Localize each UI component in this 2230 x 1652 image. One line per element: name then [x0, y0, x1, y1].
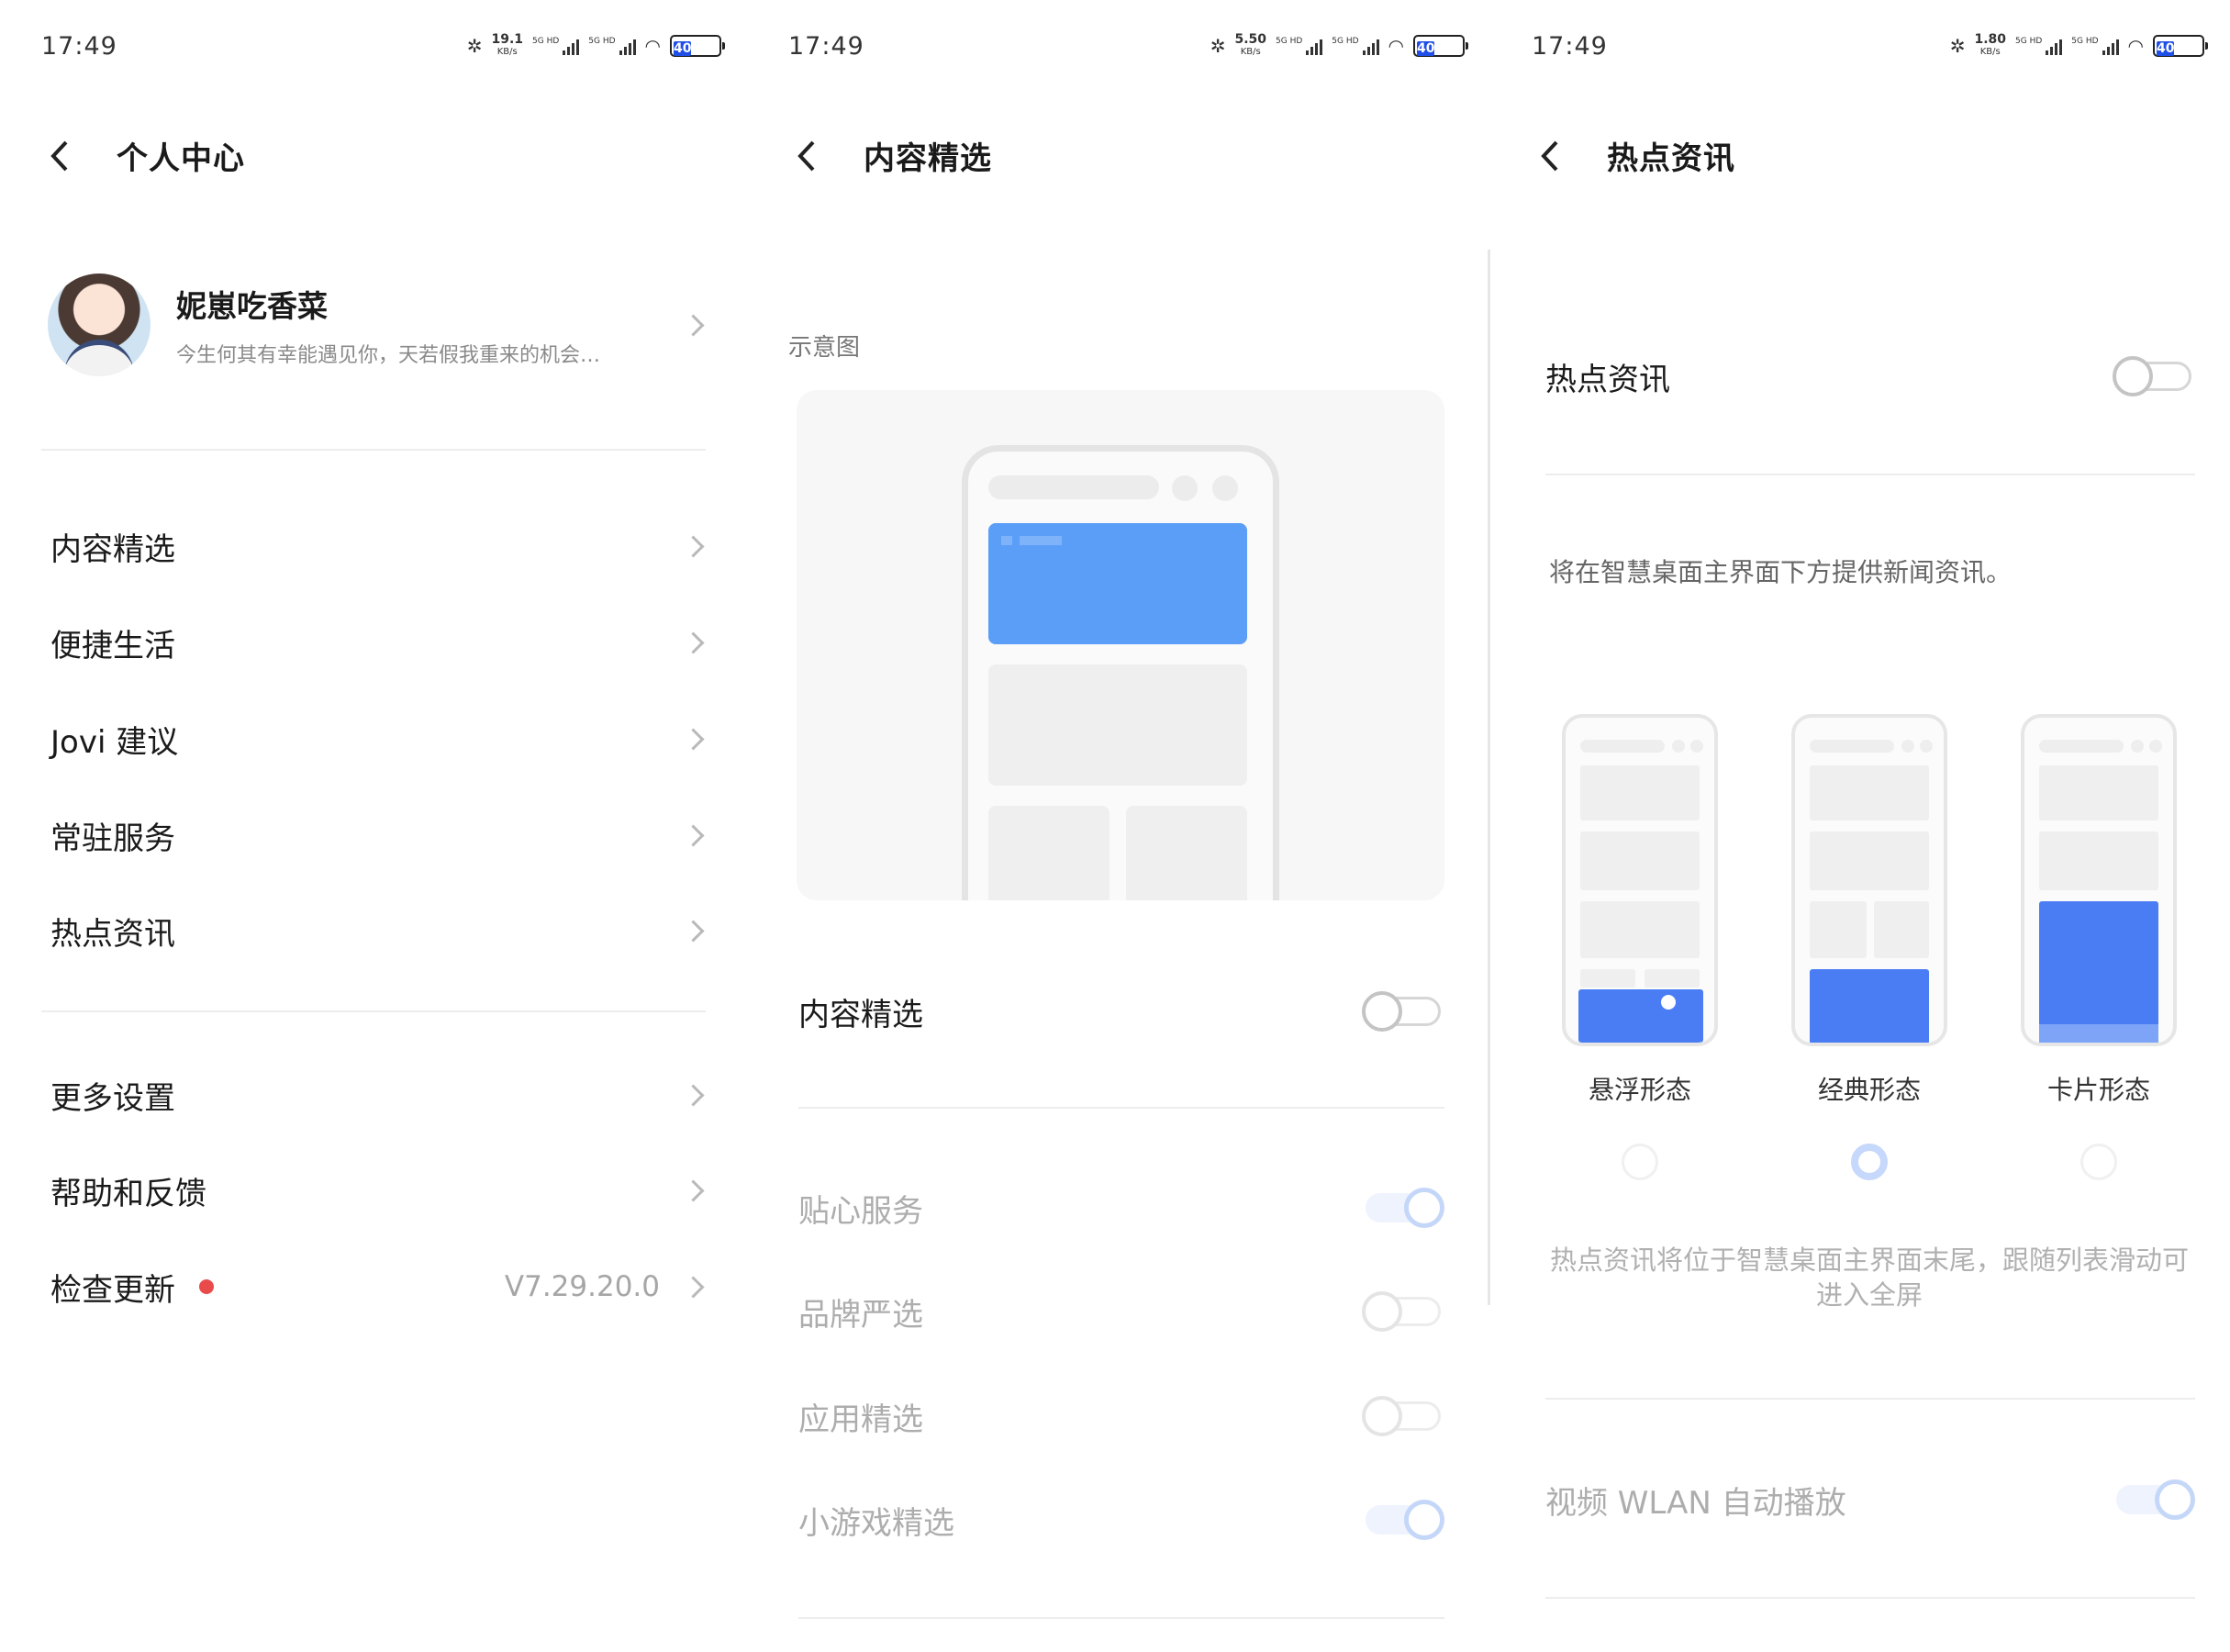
- chevron-right-icon: [684, 1179, 706, 1201]
- caring-service-switch[interactable]: [1362, 1188, 1444, 1228]
- status-time: 17:49: [41, 31, 117, 61]
- menu-item-hot-news[interactable]: 热点资讯: [50, 903, 706, 958]
- page-title: 个人中心: [117, 140, 245, 177]
- update-badge: [199, 1279, 214, 1294]
- vibrate-icon: ✲: [1210, 35, 1226, 57]
- preview-illustration: [797, 390, 1444, 900]
- scroll-indicator: [1488, 250, 1490, 1305]
- content-selection-switch[interactable]: [1362, 991, 1444, 1032]
- chevron-left-icon: [50, 140, 68, 171]
- chevron-right-icon: [684, 920, 706, 942]
- chevron-left-icon: [1541, 140, 1558, 171]
- style-preview-floating: [1562, 714, 1718, 1046]
- back-button[interactable]: [788, 138, 825, 174]
- chevron-right-icon: [684, 631, 706, 653]
- signal-icon: 5G HD: [2071, 37, 2119, 55]
- page-title: 热点资讯: [1607, 140, 1735, 177]
- divider: [1545, 1398, 2195, 1400]
- divider: [798, 1107, 1444, 1109]
- profile-signature: 今生何其有幸能遇见你，天若假我重来的机会…: [176, 344, 601, 367]
- phone-mockup: [962, 445, 1279, 900]
- divider: [1545, 1597, 2195, 1599]
- toggle-row-brand-selection[interactable]: 品牌严选: [798, 1284, 1444, 1339]
- style-note: 热点资讯将位于智慧桌面主界面末尾，跟随列表滑动可进入全屏: [1549, 1245, 2189, 1311]
- back-button[interactable]: [1532, 138, 1568, 174]
- chevron-left-icon: [797, 140, 815, 171]
- chevron-right-icon: [684, 728, 706, 750]
- avatar[interactable]: [48, 273, 151, 376]
- battery-icon: 40: [2153, 35, 2208, 57]
- signal-icon: 5G HD: [1276, 37, 1323, 55]
- signal-icon: 5G HD: [532, 37, 580, 55]
- hot-news-description: 将在智慧桌面主界面下方提供新闻资讯。: [1549, 557, 2013, 587]
- battery-icon: 40: [670, 35, 725, 57]
- chevron-right-icon: [684, 824, 706, 846]
- brand-selection-switch[interactable]: [1362, 1291, 1444, 1332]
- status-time: 17:49: [788, 31, 864, 61]
- highlight-card: [988, 523, 1247, 644]
- signal-icon: 5G HD: [1332, 37, 1379, 55]
- chevron-right-icon: [684, 535, 706, 557]
- menu-item-jovi-suggestions[interactable]: Jovi 建议: [50, 711, 706, 766]
- video-autoplay-switch[interactable]: [2113, 1479, 2195, 1520]
- menu-item-resident-services[interactable]: 常驻服务: [50, 808, 706, 863]
- divider: [41, 449, 706, 451]
- back-button[interactable]: [41, 138, 78, 174]
- signal-icon: 5G HD: [588, 37, 636, 55]
- divider: [798, 1617, 1444, 1619]
- section-label: 示意图: [788, 334, 861, 362]
- status-time: 17:49: [1532, 31, 1608, 61]
- menu-item-more-settings[interactable]: 更多设置: [50, 1067, 706, 1122]
- divider: [1545, 474, 2195, 475]
- header: 内容精选: [788, 133, 992, 178]
- app-selection-switch[interactable]: [1362, 1396, 1444, 1436]
- version-text: V7.29.20.0: [504, 1270, 660, 1303]
- toggle-row-content-selection[interactable]: 内容精选: [798, 984, 1444, 1039]
- style-preview-card: [2021, 714, 2177, 1046]
- mini-games-switch[interactable]: [1362, 1500, 1444, 1540]
- profile-card[interactable]: 妮崽吃香菜 今生何其有幸能遇见你，天若假我重来的机会…: [48, 273, 706, 376]
- toggle-row-hot-news[interactable]: 热点资讯: [1545, 349, 2195, 404]
- page-title: 内容精选: [864, 140, 992, 177]
- chevron-right-icon: [684, 1276, 706, 1298]
- menu-item-convenient-life[interactable]: 便捷生活: [50, 615, 706, 670]
- divider: [41, 1010, 706, 1012]
- style-option-floating[interactable]: 悬浮形态: [1562, 714, 1718, 1180]
- chevron-right-icon: [684, 314, 706, 336]
- vibrate-icon: ✲: [466, 35, 483, 57]
- battery-icon: 40: [1413, 35, 1468, 57]
- toggle-row-app-selection[interactable]: 应用精选: [798, 1389, 1444, 1444]
- profile-name: 妮崽吃香菜: [176, 288, 328, 324]
- toggle-row-mini-games[interactable]: 小游戏精选: [798, 1492, 1444, 1547]
- chevron-right-icon: [684, 1084, 706, 1106]
- toggle-row-caring-service[interactable]: 贴心服务: [798, 1180, 1444, 1235]
- style-radio-floating[interactable]: [1622, 1144, 1658, 1180]
- vibrate-icon: ✲: [1949, 35, 1966, 57]
- style-radio-card[interactable]: [2080, 1144, 2117, 1180]
- wifi-icon: ◠: [644, 35, 661, 57]
- wifi-icon: ◠: [2127, 35, 2144, 57]
- menu-item-help-feedback[interactable]: 帮助和反馈: [50, 1163, 706, 1218]
- signal-icon: 5G HD: [2015, 37, 2063, 55]
- menu-item-check-update[interactable]: 检查更新 V7.29.20.0: [50, 1259, 706, 1314]
- header: 个人中心: [41, 133, 245, 178]
- wifi-icon: ◠: [1388, 35, 1404, 57]
- style-radio-classic[interactable]: [1851, 1144, 1888, 1180]
- hot-news-switch[interactable]: [2113, 356, 2195, 396]
- style-option-classic[interactable]: 经典形态: [1791, 714, 1947, 1180]
- menu-item-content-selection[interactable]: 内容精选: [50, 519, 706, 574]
- toggle-row-video-autoplay[interactable]: 视频 WLAN 自动播放: [1545, 1472, 2195, 1527]
- style-option-card[interactable]: 卡片形态: [2021, 714, 2177, 1180]
- header: 热点资讯: [1532, 133, 1735, 178]
- style-preview-classic: [1791, 714, 1947, 1046]
